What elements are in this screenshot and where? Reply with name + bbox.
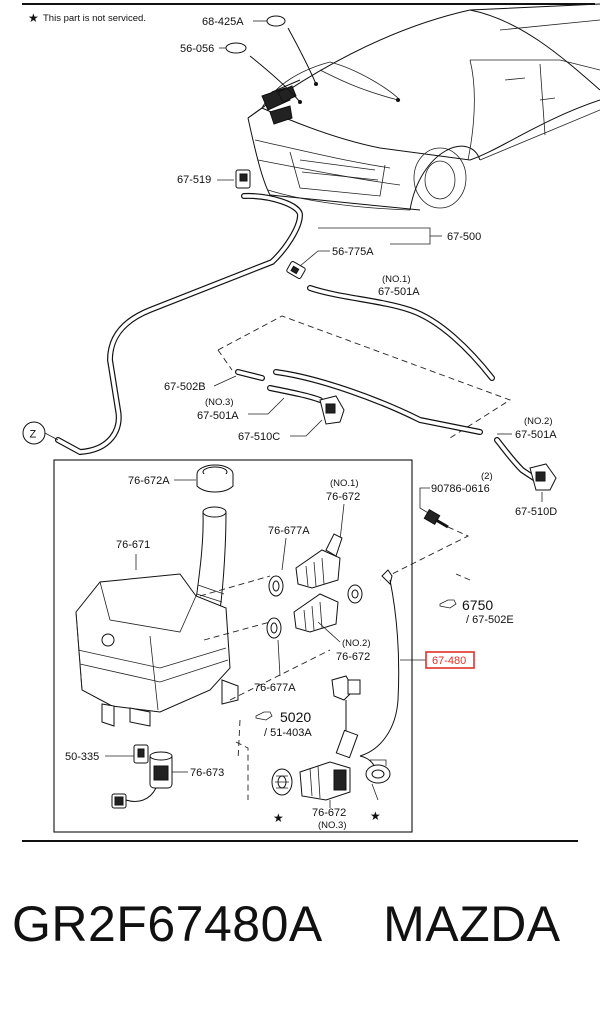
star-icon-left: ★ [273, 811, 284, 825]
part-67-480: 67-480 [359, 569, 475, 757]
label-67-480: 67-480 [432, 655, 466, 667]
reservoir-assembly-frame [53, 459, 413, 833]
label-68-425A: 68-425A [202, 16, 244, 28]
label-67-519: 67-519 [177, 174, 211, 186]
ref-6750: 6750 / 67-502E [439, 573, 514, 626]
part-67-500: 67-500 [318, 227, 481, 245]
label-67-501A-no2: 67-501A [515, 429, 557, 441]
part-50-335: 50-335 [65, 744, 149, 764]
part-76-672A: 76-672A [128, 464, 234, 493]
part-67-502B: 67-502B [164, 369, 265, 393]
label-67-500: 67-500 [447, 231, 481, 243]
label-no2-pump: (NO.2) [342, 638, 371, 649]
label-76-672-no2: 76-672 [336, 651, 370, 663]
hose-67-501A-no3: (NO.3) 67-501A [197, 369, 483, 435]
star-icon: ★ [28, 11, 39, 25]
label-no1-hose: (NO.1) [382, 274, 411, 285]
label-51-403A: / 51-403A [264, 727, 312, 739]
ref-5020: 5020 / 51-403A [255, 709, 312, 739]
part-title: GR2F67480A MAZDA [12, 895, 592, 953]
label-76-677A-lower: 76-677A [254, 682, 296, 694]
label-76-673: 76-673 [190, 767, 224, 779]
highlight-box-67-480 [425, 651, 475, 669]
label-two: (2) [481, 471, 493, 482]
label-76-672-no1: 76-672 [326, 491, 360, 503]
z-label-left: Z [30, 429, 37, 441]
label-no3-pump: (NO.3) [318, 820, 347, 831]
part-76-671: 76-671 [75, 506, 239, 727]
label-67-510C: 67-510C [238, 431, 280, 443]
part-56-056: 56-056 [180, 42, 301, 103]
part-76-672-no1: (NO.1) 76-672 [295, 478, 363, 604]
label-76-671: 76-671 [116, 539, 150, 551]
label-no1-pump: (NO.1) [330, 478, 359, 489]
part-67-519: 67-519 [177, 169, 251, 189]
connector-assembly [331, 675, 377, 771]
assembly-guide-lines [199, 575, 331, 800]
part-76-677A-lower: 76-677A [254, 639, 296, 694]
nozzle-group-outline [217, 315, 512, 439]
pointing-hand-icon [439, 599, 457, 609]
part-76-672-no2: (NO.2) 76-672 [293, 593, 371, 663]
star-icon-right: ★ [370, 809, 381, 823]
label-6750: 6750 [462, 597, 493, 613]
hose-67-501A-no2: (NO.2) 67-501A [494, 416, 557, 481]
label-no2-hose: (NO.2) [524, 416, 553, 427]
car-illustration [247, 3, 600, 211]
label-67-502E: / 67-502E [466, 614, 514, 626]
label-67-501A-no1: 67-501A [378, 286, 420, 298]
label-50-335: 50-335 [65, 751, 99, 763]
part-number: GR2F67480A [12, 896, 323, 952]
note-text: This part is not serviced. [43, 13, 146, 24]
part-76-672-no3: ★ ★ 76-672 (NO.3) [271, 759, 391, 831]
hose-67-500 [55, 192, 304, 456]
label-76-677A-upper: 76-677A [268, 525, 310, 537]
part-56-775A: 56-775A [286, 246, 374, 279]
label-67-501A-no3: 67-501A [197, 410, 239, 422]
part-67-510C: 67-510C [238, 395, 345, 443]
label-90786-0616: 90786-0616 [431, 483, 490, 495]
z-reference-left: Z [22, 421, 59, 445]
label-67-510D: 67-510D [515, 506, 557, 518]
brand-name: MAZDA [383, 896, 561, 952]
label-76-672A: 76-672A [128, 475, 170, 487]
label-5020: 5020 [280, 709, 311, 725]
label-67-502B: 67-502B [164, 381, 206, 393]
part-90786-0616: (2) 90786-0616 [379, 471, 493, 581]
label-76-672-no3: 76-672 [312, 807, 346, 819]
label-56-056: 56-056 [180, 43, 214, 55]
not-serviced-note: ★ This part is not serviced. [28, 11, 146, 25]
part-76-677A-upper: 76-677A [266, 525, 310, 639]
pointing-hand-icon-2 [255, 711, 273, 721]
part-67-510D: 67-510D [515, 463, 557, 518]
hose-67-501A-no1: (NO.1) 67-501A [307, 274, 495, 381]
label-no3-hose: (NO.3) [205, 397, 234, 408]
part-68-425A: 68-425A [202, 15, 317, 85]
part-76-673: 76-673 [111, 751, 224, 809]
label-56-775A: 56-775A [332, 246, 374, 258]
